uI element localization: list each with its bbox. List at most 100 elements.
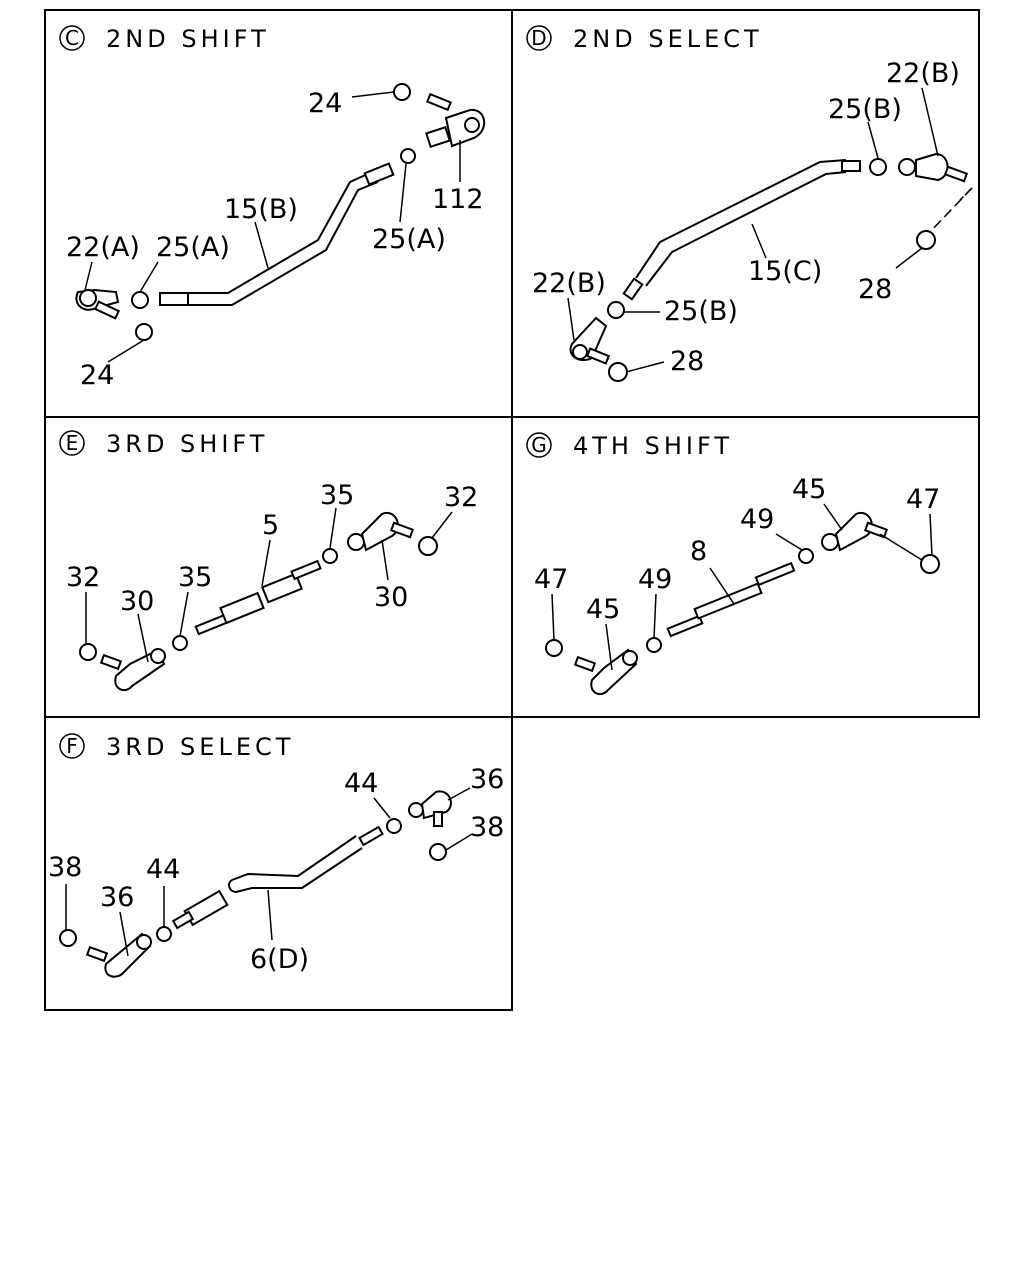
washer-25b-bottom (607, 301, 625, 319)
panel-c-letter-circle (59, 25, 85, 51)
panel-f-letter-circle (59, 733, 85, 759)
panel-g-frame (511, 416, 980, 718)
label-36-left: 36 (100, 882, 134, 913)
nut-28-bottom (608, 362, 628, 382)
panel-f: F 3RD SELECT 44 36 38 38 36 44 (48, 733, 504, 978)
label-47-left: 47 (534, 564, 568, 595)
label-25b-bottom: 25(B) (664, 296, 738, 327)
nut-32-right (418, 536, 438, 556)
washer-25b-top (869, 158, 887, 176)
rod-5-thread-right (290, 559, 322, 581)
label-22b-top: 22(B) (886, 58, 960, 89)
nut-32-left (79, 643, 97, 661)
ball-joint-22a-eye (79, 289, 97, 307)
rod-5-right (261, 572, 303, 604)
nut-49-left (646, 637, 662, 653)
label-49-left: 49 (638, 564, 672, 595)
panel-d: D 2ND SELECT 22(B) 25(B) 15(C) 28 22 (526, 25, 973, 382)
nut-38-right (429, 843, 447, 861)
ball-joint-45-right (834, 511, 873, 552)
rod-6d-thread-right (358, 825, 384, 847)
ball-joint-112-sleeve (425, 125, 451, 149)
ball-joint-22b-top (915, 152, 949, 182)
label-35-right: 35 (320, 480, 354, 511)
label-5: 5 (262, 510, 279, 541)
rod-8-thread-right (754, 561, 796, 587)
rod-5-left (219, 591, 265, 625)
ball-joint-36-right (420, 790, 452, 820)
rod-15b-bottom (188, 181, 379, 306)
panel-f-title: 3RD SELECT (106, 733, 294, 761)
panel-g: G 4TH SHIFT 45 47 49 8 47 45 49 (526, 432, 940, 696)
label-30-left: 30 (120, 586, 154, 617)
rod-15c-thread-right (841, 160, 861, 172)
ball-joint-30-left-sleeve (150, 648, 166, 664)
ball-joint-45-left-stud (573, 655, 597, 673)
label-22a: 22(A) (66, 232, 140, 263)
label-44-right: 44 (344, 768, 378, 799)
rod-6d-bottom (235, 847, 363, 893)
label-112: 112 (432, 184, 484, 215)
nut-24-top (393, 83, 411, 101)
nut-28-top (916, 230, 936, 250)
label-36-right: 36 (470, 764, 504, 795)
ball-joint-45-left-sleeve (622, 650, 638, 666)
panel-f-frame (44, 716, 513, 1011)
label-44-left: 44 (146, 854, 180, 885)
rod-15b-thread-right (363, 162, 395, 186)
panel-c-letter: C (65, 26, 79, 50)
panel-g-letter: G (531, 433, 547, 457)
label-30-right: 30 (374, 582, 408, 613)
panel-e-title: 3RD SHIFT (106, 430, 268, 458)
nut-38-left (59, 929, 77, 947)
nut-49-right (798, 548, 814, 564)
ball-joint-45-right-stud (863, 521, 889, 539)
panel-c-title: 2ND SHIFT (106, 25, 270, 53)
label-15c: 15(C) (748, 256, 822, 287)
panel-e: E 3RD SHIFT 35 32 5 30 32 30 35 (59, 430, 478, 692)
ball-joint-30-left-stud (99, 653, 123, 671)
label-24-top: 24 (308, 88, 342, 119)
panel-g-title: 4TH SHIFT (573, 432, 733, 460)
panel-c: C 2ND SHIFT 24 112 15(B) 25(A) 22(A) (59, 25, 485, 391)
label-25b-top: 25(B) (828, 94, 902, 125)
ball-joint-112-eye (464, 117, 480, 133)
label-15b: 15(B) (224, 194, 298, 225)
label-45-left: 45 (586, 594, 620, 625)
ball-joint-22a-stud (94, 300, 120, 320)
rod-15b-thread-left (159, 292, 189, 306)
label-35-left: 35 (178, 562, 212, 593)
label-24-bottom: 24 (80, 360, 114, 391)
panel-d-title: 2ND SELECT (573, 25, 763, 53)
rod-8-thread-left (666, 614, 704, 638)
rod-15c-thread-left (622, 277, 644, 301)
nut-47-right (920, 554, 940, 574)
panel-d-letter: D (531, 26, 546, 50)
panel-e-letter: E (66, 431, 79, 455)
rod-8-body (693, 582, 763, 620)
ball-joint-22b-top-sleeve (898, 158, 916, 176)
rod-15b-top (188, 171, 373, 294)
panel-f-letter: F (66, 734, 78, 758)
nut-35-right (322, 548, 338, 564)
rod-6d-thread-left (171, 910, 195, 930)
nut-47-left (545, 639, 563, 657)
nut-35-left (172, 635, 188, 651)
label-25a-right: 25(A) (372, 224, 446, 255)
ball-joint-112-stud (426, 92, 452, 112)
label-32-left: 32 (66, 562, 100, 593)
ball-joint-36-left-stud (85, 945, 109, 963)
ball-joint-36-right-stud (433, 811, 443, 827)
label-38-left: 38 (48, 852, 82, 883)
label-6d: 6(D) (250, 944, 309, 975)
ball-joint-22b-top-stud (943, 165, 969, 183)
label-38-right: 38 (470, 812, 504, 843)
label-22b-bottom: 22(B) (532, 268, 606, 299)
label-32-right: 32 (444, 482, 478, 513)
label-28-bottom: 28 (670, 346, 704, 377)
nut-44-left (156, 926, 172, 942)
rod-6d-top (231, 835, 357, 881)
rod-6d-break-right (228, 879, 237, 893)
ball-joint-36-left-sleeve (136, 934, 152, 950)
